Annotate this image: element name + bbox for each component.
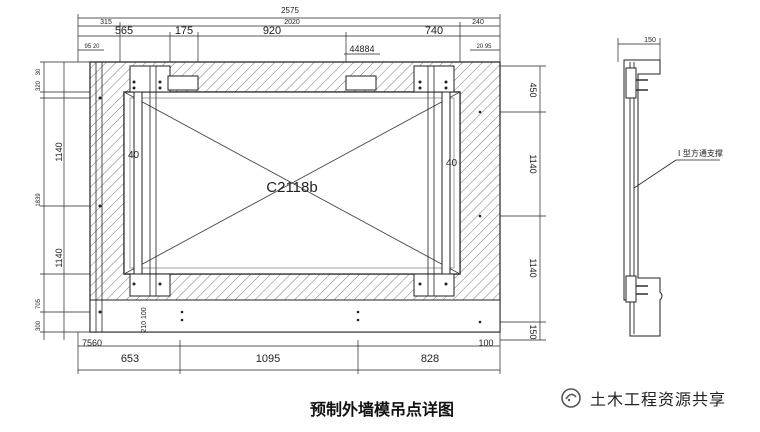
dim-right-2: 1140 [528,154,538,173]
interior-mark-left: 40 [128,150,140,161]
dim-bottom-left-small: 7560 [82,338,102,348]
dim-right-1: 450 [528,82,538,97]
panel-sill [89,299,501,333]
drawing-caption: 预制外墙模吊点详图 [309,400,454,419]
dim-bottom-1: 653 [121,353,139,365]
interior-mark-right: 40 [446,158,458,169]
wechat-logo-icon [561,388,581,408]
dim-top-row3-2: 175 [175,25,193,37]
right-dimensions [500,65,546,341]
dim-bottom-2: 1095 [256,353,280,365]
dim-top-small-left: 95 20 [84,44,100,50]
watermark: 土木工程资源共享 [560,384,726,412]
dim-top-small-right: 20 95 [476,44,492,50]
dim-left-top-2: 320 [36,80,42,91]
dim-top-row2-1: 315 [100,19,112,26]
dim-left-inner-small: 210 100 [141,307,148,332]
opening-diagonal-2 [123,91,461,275]
panel-id-label: C2118b [266,179,317,196]
dim-left-mid-1: 1140 [54,142,64,161]
panel-elevation: C2118b 40 40 [89,61,501,333]
opening-inner-lip [129,97,455,269]
dim-overall-width: 2575 [281,6,299,15]
side-section-view: 150 I 型方通支撑 [617,37,723,337]
dim-left-mid-2: 1839 [36,193,42,207]
dim-top-row3-1: 565 [115,25,133,37]
dim-bottom-3: 828 [421,353,439,365]
bottom-dimensions [77,332,501,374]
bolt-dots [98,80,482,324]
dim-top-center-small: 44884 [349,44,374,54]
dim-left-mid-3: 1140 [54,248,64,267]
dim-left-top-1: 30 [36,68,42,75]
dim-right-4: 150 [528,324,538,339]
dim-bottom-right-small: 100 [478,338,493,348]
dim-top-row3-3: 920 [263,25,281,37]
left-dimensions [40,61,90,340]
lifting-plate-right [345,75,377,91]
top-dimensions [77,14,501,62]
dim-top-row2-3: 240 [472,19,484,26]
dim-top-row3-4: 740 [425,25,443,37]
dim-right-3: 1140 [528,258,538,277]
watermark-text: 土木工程资源共享 [590,390,727,409]
lifting-plate-left [167,75,199,91]
dim-top-row2-2: 2020 [284,19,300,26]
vertical-support-left [129,65,171,297]
support-label: I 型方通支撑 [678,148,723,158]
side-view-dim: 150 [644,37,656,44]
dim-left-low-1: 705 [36,298,42,309]
dim-left-low-2: 300 [36,320,42,331]
